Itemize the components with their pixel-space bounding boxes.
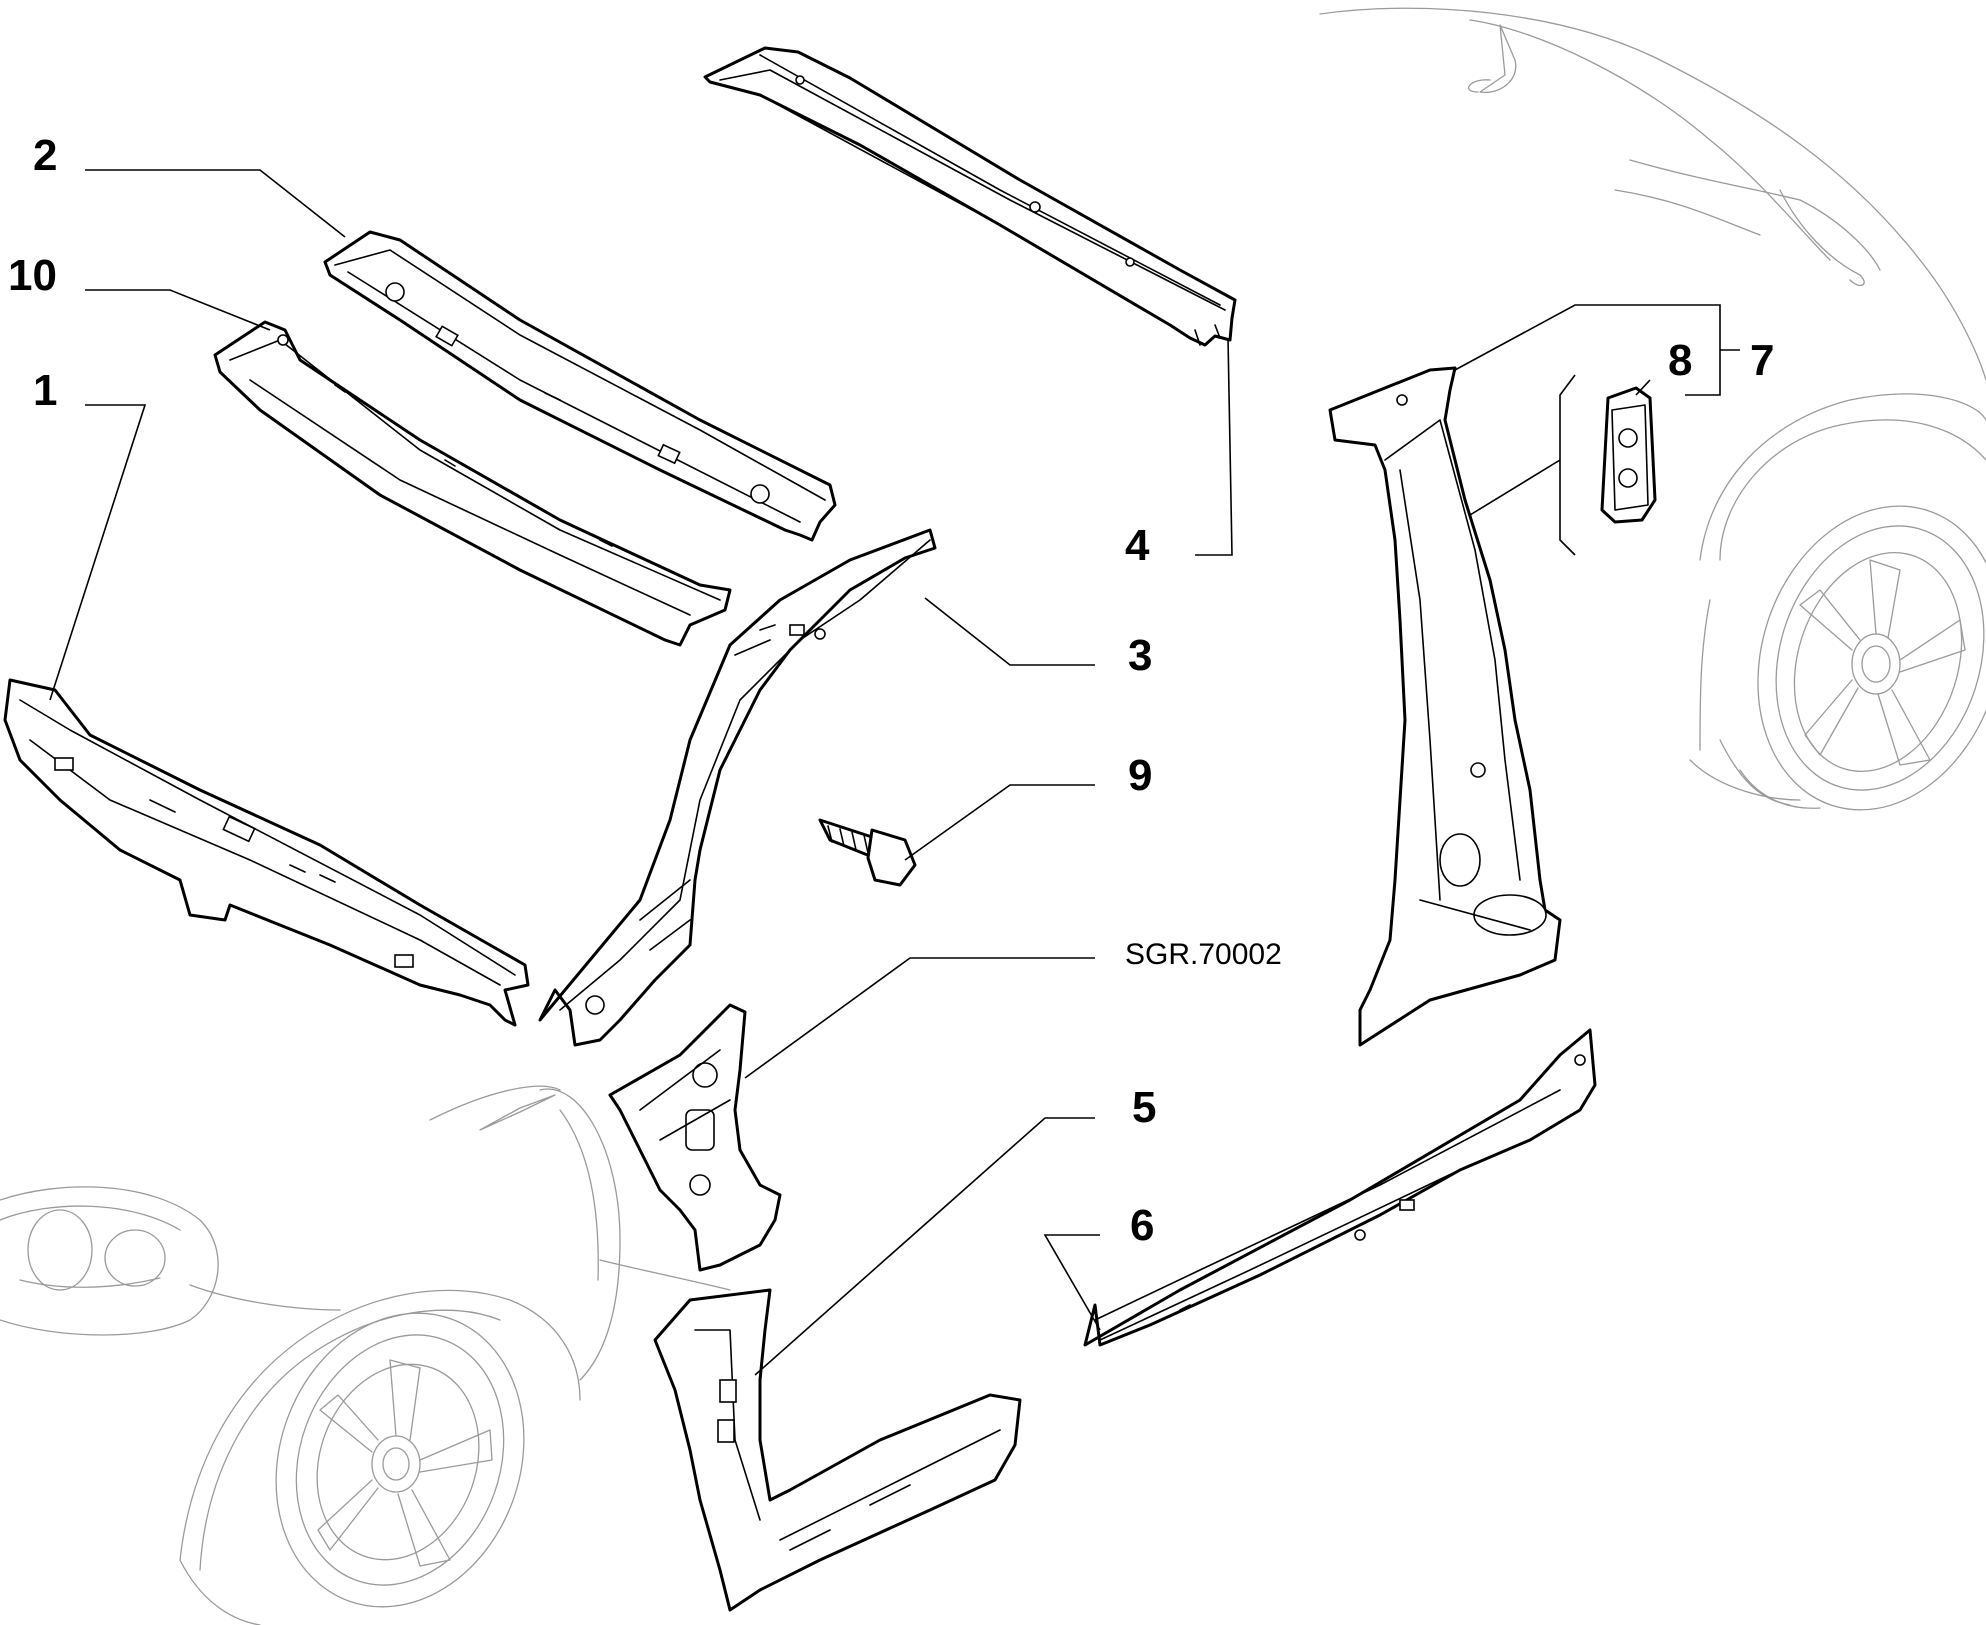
part-5-front-pillar-sill [653,1288,1022,1612]
callout-4: 4 [1125,521,1150,570]
part-9-bolt [818,818,917,887]
callout-labels: 2 10 1 4 3 9 SGR.70002 5 6 8 7 [8,131,1774,1250]
leader-10 [85,289,271,331]
leader-9 [904,784,1095,861]
part-sgr70002-pillar-reinforcement [608,1003,782,1272]
leader-7-lower [1469,459,1561,516]
leader-4 [1195,337,1233,556]
leader-8-bracket [1559,374,1576,556]
part-1-windscreen-crossmember [3,678,530,1027]
part-3-a-pillar [538,528,937,1047]
leader-5 [754,1117,1095,1376]
callout-10: 10 [8,251,57,300]
callout-3: 3 [1128,631,1152,680]
leader-3 [924,597,1095,666]
vehicle-outline-rear [1319,7,1986,811]
leader-1 [49,404,147,701]
callout-5: 5 [1132,1083,1156,1132]
leader-sgr [744,957,1095,1079]
part-10-roof-front-reinforcement [213,320,732,647]
callout-8: 8 [1668,336,1692,385]
leader-8 [1635,379,1651,396]
part-7-b-pillar [1328,366,1562,1047]
leader-6 [1043,1234,1101,1331]
callout-9: 9 [1128,751,1152,800]
callout-1: 1 [33,366,57,415]
callout-7: 7 [1750,336,1774,385]
vehicle-outline-front [0,1085,731,1625]
part-2-roof-front-crossmember [323,230,837,542]
callout-2: 2 [33,131,57,180]
part-4-roof-rear-crossmember [703,46,1237,347]
leader-2 [85,169,346,238]
leader-7 [1454,304,1740,396]
callout-6: 6 [1130,1201,1154,1250]
reference-code: SGR.70002 [1125,938,1282,971]
leader-lines [49,169,1740,1376]
part-8-plate [1600,386,1657,524]
part-6-side-sill [1083,1028,1597,1347]
